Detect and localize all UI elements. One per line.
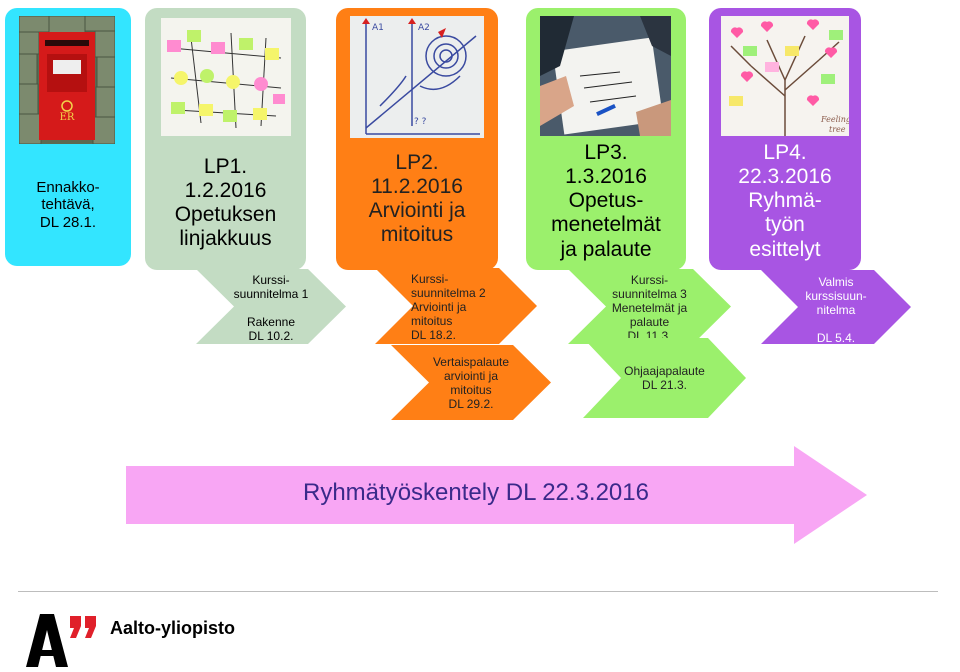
mailbox-photo: ER — [19, 16, 115, 144]
card-lp4: Feeling's tree LP4. 22.3.2016 Ryhmä- työ… — [709, 8, 861, 270]
deliverable-arrow-valmis-kurssisuunnitelma: Valmis kurssisuun- nitelma DL 5.4. — [761, 270, 911, 345]
arrow-label: Vertaispalaute arviointi ja mitoitus DL … — [432, 355, 510, 411]
workshop-photo — [540, 16, 671, 136]
sticky-notes-photo — [161, 18, 291, 136]
card-title: LP2. 11.2.2016 Arviointi ja mitoitus — [368, 151, 466, 247]
deliverable-arrow-kurssisuunnitelma-2: Kurssi- suunnitelma 2 Arviointi ja mitoi… — [375, 268, 537, 344]
aalto-wordmark: Aalto-yliopisto — [110, 618, 235, 638]
footer-divider — [18, 591, 938, 592]
arrow-label: Valmis kurssisuun- nitelma DL 5.4. — [805, 275, 867, 345]
svg-text:A2: A2 — [418, 23, 430, 33]
deliverable-arrow-ohjaajapalaute: Ohjaajapalaute DL 21.3. — [583, 338, 746, 418]
card-lp1: LP1. 1.2.2016 Opetuksen linjakkuus — [145, 8, 306, 270]
deliverable-arrow-vertaispalaute: Vertaispalaute arviointi ja mitoitus DL … — [391, 345, 551, 420]
svg-text:A1: A1 — [372, 23, 384, 33]
group-work-label: Ryhmätyöskentely DL 22.3.2016 — [303, 479, 649, 506]
svg-text:? ?: ? ? — [414, 117, 427, 127]
card-title: LP1. 1.2.2016 Opetuksen linjakkuus — [174, 155, 277, 251]
arrow-label: Kurssi- suunnitelma 1 Rakenne DL 10.2. — [233, 273, 309, 343]
feelings-tree-photo: Feeling's tree — [721, 16, 849, 136]
deliverable-arrow-kurssisuunnitelma-1: Kurssi- suunnitelma 1 Rakenne DL 10.2. — [196, 269, 346, 344]
arrow-label: Kurssi- suunnitelma 2 Arviointi ja mitoi… — [411, 272, 486, 342]
deliverable-arrow-kurssisuunnitelma-3: Kurssi- suunnitelma 3 Menetelmät ja pala… — [568, 269, 731, 344]
aalto-logo — [26, 614, 102, 667]
svg-text:Feeling's: Feeling's — [820, 115, 849, 124]
whiteboard-photo: A1 A2 ? ? — [350, 16, 484, 138]
card-title: LP4. 22.3.2016 Ryhmä- työn esittelyt — [738, 141, 832, 261]
card-lp3: LP3. 1.3.2016 Opetus- menetelmät ja pala… — [526, 8, 686, 270]
group-work-arrow: Ryhmätyöskentely DL 22.3.2016 — [126, 446, 867, 544]
svg-text:ER: ER — [60, 112, 75, 123]
card-ennakkotehtava: ER Ennakko- tehtävä, DL 28.1. — [5, 8, 131, 266]
arrow-label: Ohjaajapalaute DL 21.3. — [624, 364, 705, 392]
card-title: LP3. 1.3.2016 Opetus- menetelmät ja pala… — [551, 141, 661, 261]
card-title: Ennakko- tehtävä, DL 28.1. — [36, 179, 100, 231]
card-lp2: A1 A2 ? ? LP2. 11.2.2016 Arviointi ja mi… — [336, 8, 498, 270]
arrow-label: Kurssi- suunnitelma 3 Menetelmät ja pala… — [611, 273, 688, 343]
svg-text:tree: tree — [829, 125, 846, 134]
